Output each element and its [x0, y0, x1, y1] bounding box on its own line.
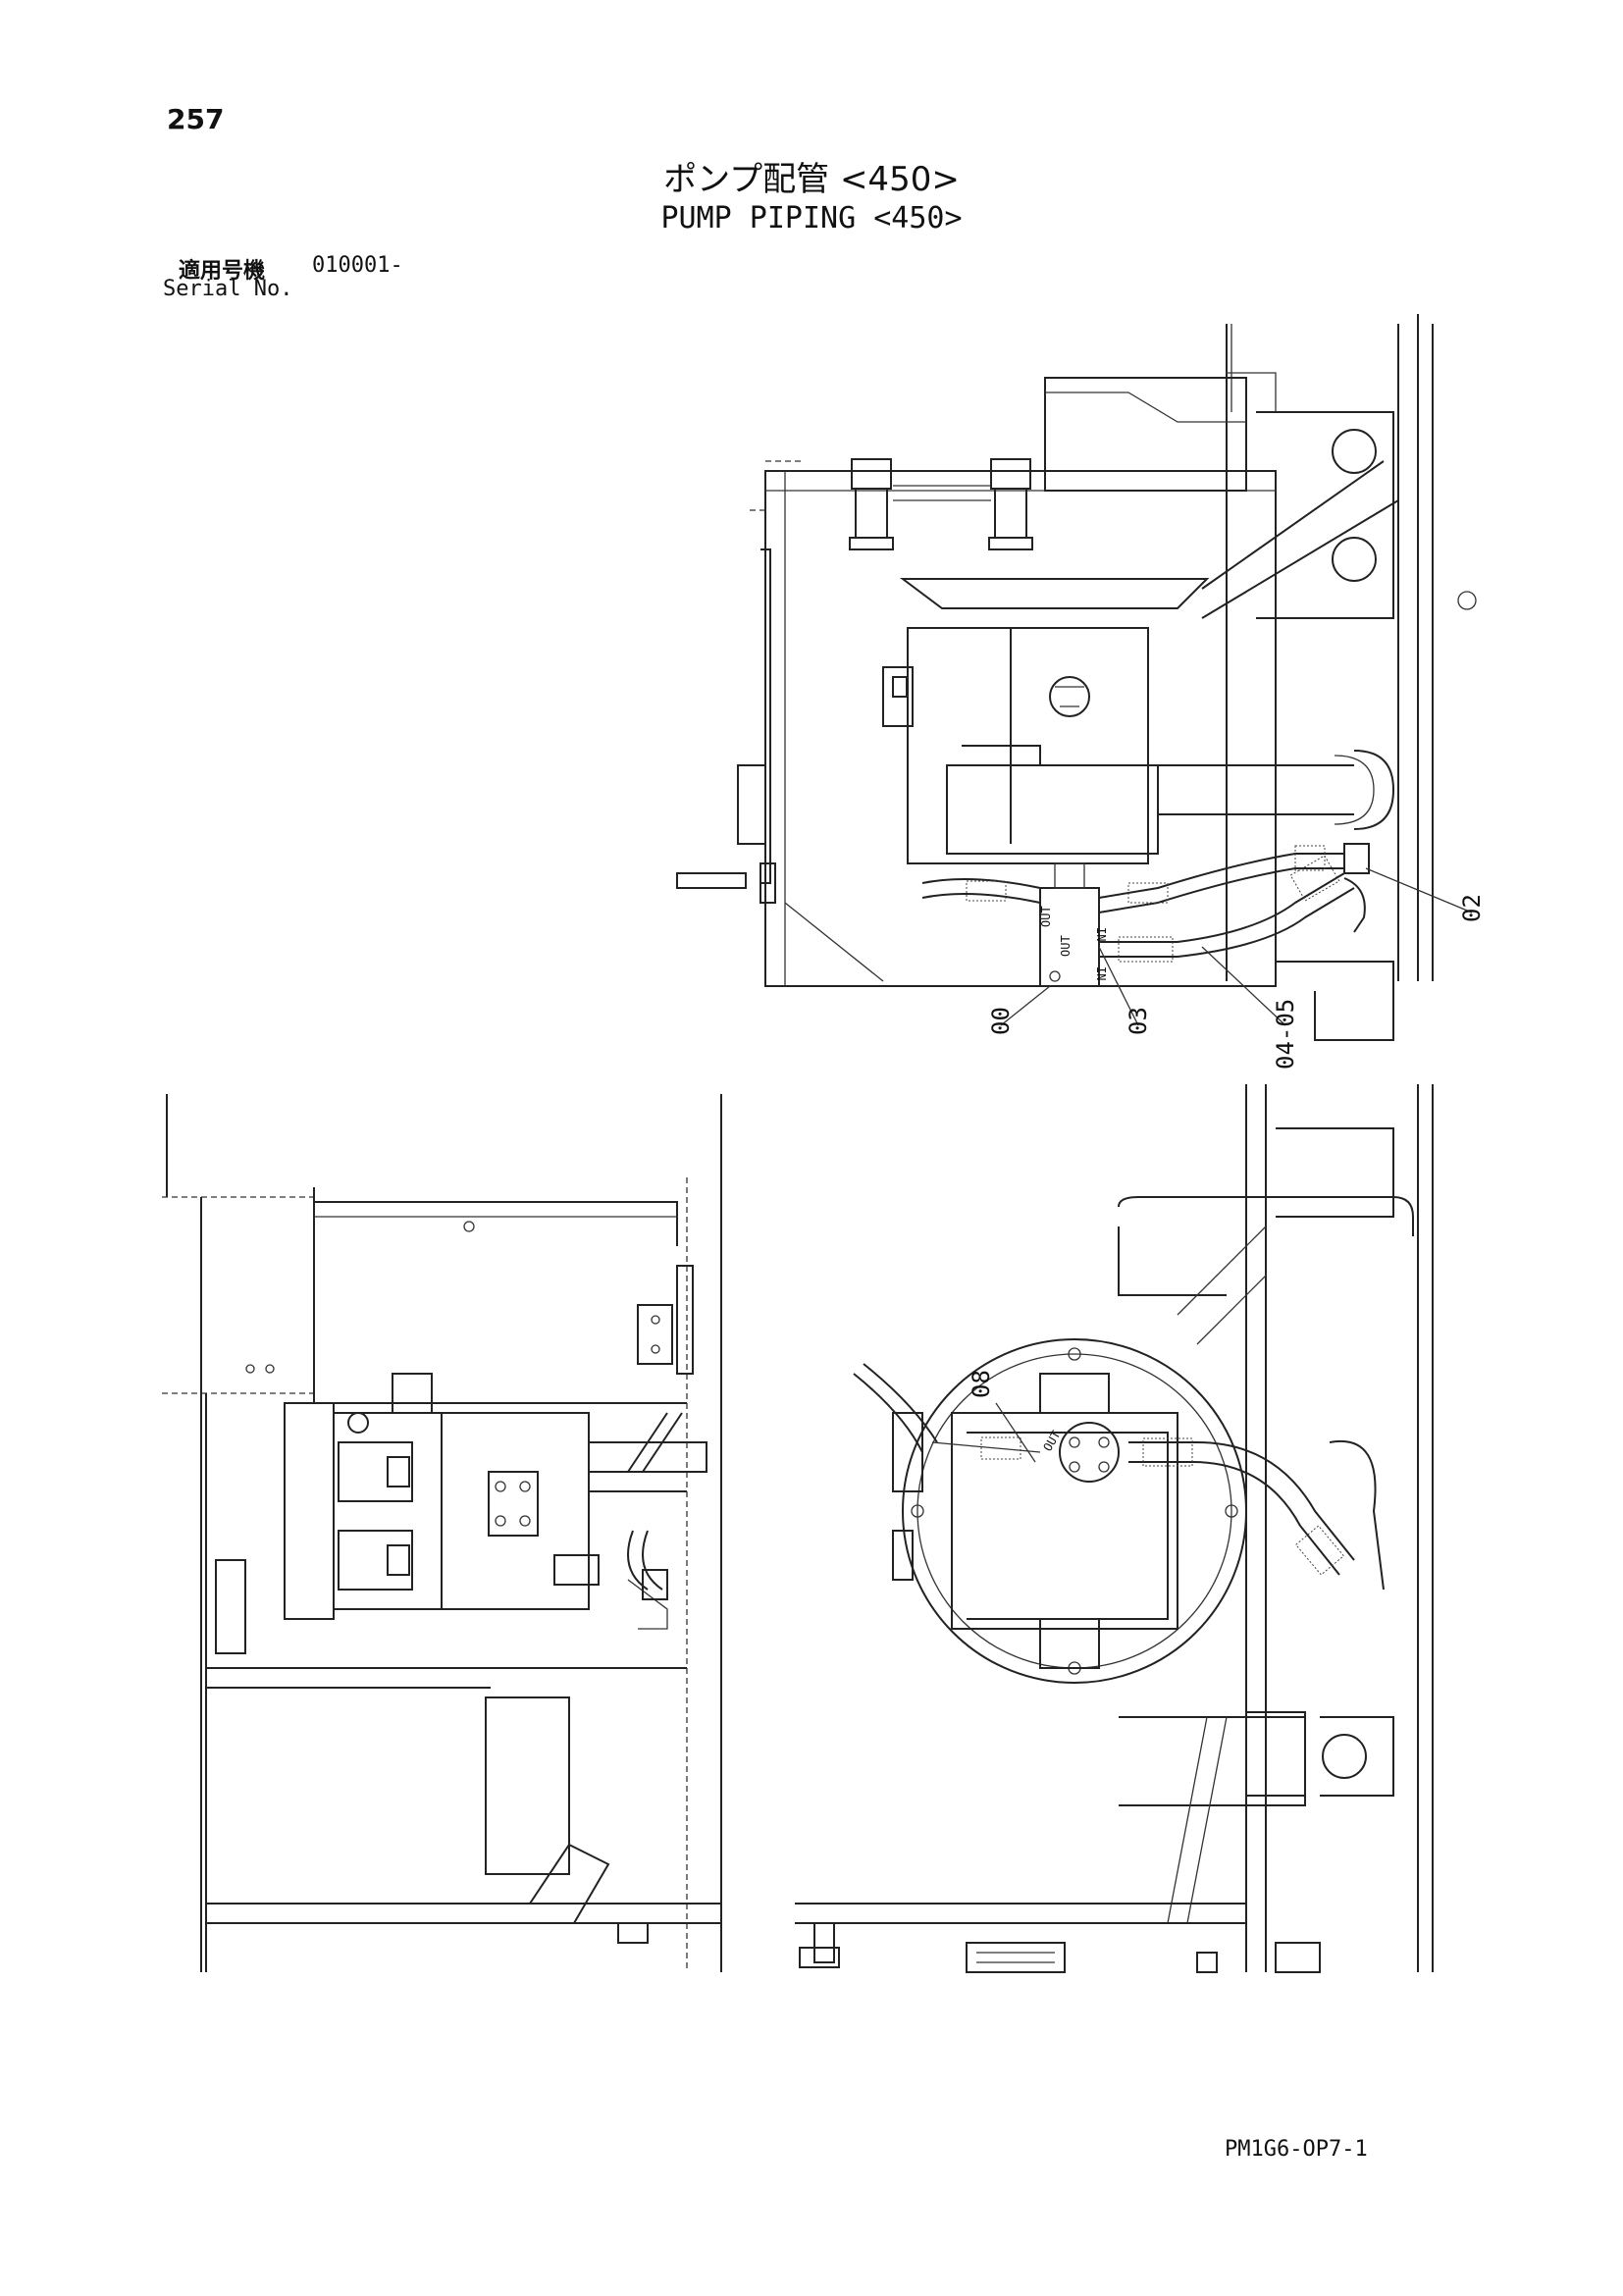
side-pump: [284, 1373, 707, 1620]
top-view: OUT IN OUT IN 0: [676, 314, 1486, 1070]
side-view: [162, 1094, 722, 1972]
port-label-out-b: OUT: [1059, 935, 1073, 957]
hose-04-05: [1099, 855, 1355, 963]
callout-03: 03: [1125, 1007, 1152, 1035]
page-title-en: PUMP PIPING <450>: [660, 201, 963, 235]
callout-04-05: 04-05: [1272, 999, 1299, 1070]
port-label-in-a: IN: [1094, 927, 1108, 941]
valve-block: OUT IN OUT IN: [1039, 862, 1108, 987]
filter-right: [988, 458, 1033, 550]
front-view: OUT 08: [795, 1084, 1434, 1973]
page-title-jp: ポンプ配管 <450>: [663, 160, 960, 199]
serial-label-en: Serial No.: [163, 277, 293, 301]
callout-08: 08: [968, 1370, 995, 1398]
serial-label-jp: 適用号機: [179, 259, 266, 284]
page-number: 257: [167, 103, 225, 135]
callout-00: 00: [987, 1007, 1015, 1035]
drawing-code: PM1G6-OP7-1: [1225, 2137, 1368, 2162]
port-label-out-a: OUT: [1039, 906, 1053, 927]
hose-upper: [1098, 845, 1344, 913]
port-label-in-b: IN: [1094, 966, 1108, 980]
serial-number-value: 010001-: [312, 253, 403, 278]
filter-left: [849, 458, 894, 550]
flywheel-housing: [902, 1338, 1247, 1684]
callout-02: 02: [1458, 894, 1486, 922]
